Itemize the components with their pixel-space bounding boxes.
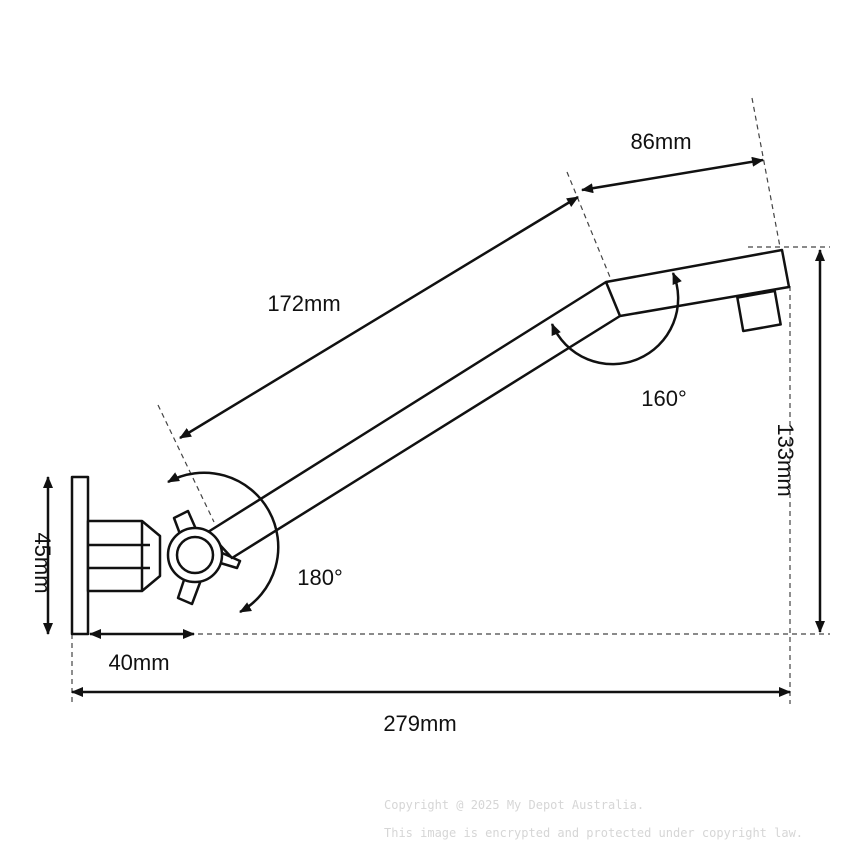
label-base-depth: 40mm — [108, 650, 169, 675]
label-total-length: 279mm — [383, 711, 456, 736]
label-angle-elbow: 160° — [641, 386, 687, 411]
wall-mount — [70, 475, 162, 636]
watermark-line-2: This image is encrypted and protected un… — [384, 826, 803, 840]
label-angle-swivel: 180° — [297, 565, 343, 590]
mount-body — [86, 519, 162, 593]
watermark: Copyright @ 2025 My Depot Australia. Thi… — [384, 798, 803, 840]
label-arm-lower: 172mm — [267, 291, 340, 316]
dimension-labels: 86mm 172mm 160° 180° 133mm 45mm 40mm 279… — [30, 129, 798, 736]
dim-line-172mm — [179, 195, 579, 440]
label-flange-height: 45mm — [30, 532, 55, 593]
label-arm-upper: 86mm — [630, 129, 691, 154]
dimension-lines — [43, 156, 825, 697]
tip-extension-dashed — [751, 97, 781, 248]
elbow-extension-dashed — [566, 171, 613, 283]
swivel-angle-arc — [167, 471, 280, 614]
shower-head-connector — [736, 289, 782, 333]
swivel-hub — [166, 526, 224, 584]
dim-line-86mm — [581, 156, 764, 194]
extension-lines — [71, 97, 830, 704]
wall-flange — [70, 475, 90, 636]
label-height: 133mm — [773, 423, 798, 496]
swivel-hub-inner — [175, 535, 215, 575]
watermark-line-1: Copyright @ 2025 My Depot Australia. — [384, 798, 644, 812]
